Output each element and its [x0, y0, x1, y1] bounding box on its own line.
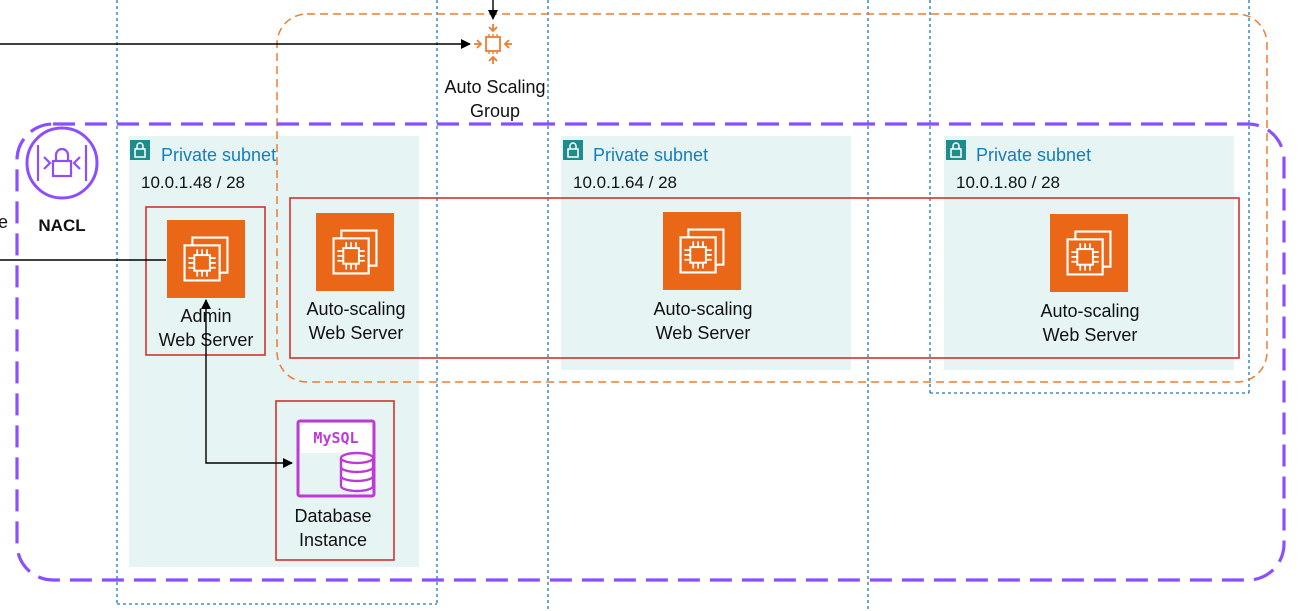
auto-scaling-web-server-1[interactable]: Auto-scaling Web Server — [306, 213, 406, 343]
auto-server-3-label-line2: Web Server — [1043, 325, 1138, 345]
subnet-header-3: Private subnet 10.0.1.80 / 28 — [945, 139, 1091, 192]
database-instance[interactable]: MySQL Database Instance — [294, 419, 376, 550]
asg-label-line2: Group — [470, 101, 520, 121]
auto-server-1-label-line1: Auto-scaling — [306, 299, 405, 319]
mysql-badge: MySQL — [313, 429, 358, 447]
auto-scaling-web-server-3[interactable]: Auto-scaling Web Server — [1040, 214, 1140, 345]
subnet-header-1: Private subnet 10.0.1.48 / 28 — [129, 139, 276, 192]
ec2-instance-icon — [316, 213, 394, 291]
auto-scaling-icon[interactable] — [474, 24, 512, 64]
nacl-label: NACL — [38, 216, 85, 235]
ec2-instance-icon — [167, 220, 245, 298]
subnet-cidr: 10.0.1.48 / 28 — [141, 173, 245, 192]
auto-server-3-label-line1: Auto-scaling — [1040, 301, 1139, 321]
auto-server-1-label-line2: Web Server — [309, 323, 404, 343]
subnet-title: Private subnet — [593, 145, 708, 165]
asg-label-line1: Auto Scaling — [444, 77, 545, 97]
auto-scaling-servers-frame — [289, 197, 1240, 359]
database-label-line1: Database — [294, 506, 371, 526]
nacl-boundary — [15, 122, 1286, 582]
database-frame — [275, 400, 395, 561]
lock-icon — [129, 139, 151, 161]
subnet-title: Private subnet — [161, 145, 276, 165]
ec2-instance-icon — [663, 212, 741, 290]
subnet-cidr: 10.0.1.64 / 28 — [573, 173, 677, 192]
subnet-box-1 — [129, 136, 419, 567]
auto-server-2-label-line2: Web Server — [656, 323, 751, 343]
lock-icon — [562, 139, 584, 161]
connectors — [0, 0, 498, 468]
mysql-database-icon: MySQL — [296, 419, 376, 498]
az-dividers — [116, 0, 1250, 611]
auto-server-2-label-line1: Auto-scaling — [653, 299, 752, 319]
subnet-cidr: 10.0.1.80 / 28 — [956, 173, 1060, 192]
nacl-icon — [25, 126, 99, 200]
lock-icon — [945, 139, 967, 161]
arrow-admin-to-database — [201, 299, 293, 468]
database-label-line2: Instance — [299, 530, 367, 550]
subnet-title: Private subnet — [976, 145, 1091, 165]
asg-boundary — [276, 13, 1268, 383]
auto-scaling-web-server-2[interactable]: Auto-scaling Web Server — [653, 212, 753, 343]
subnet-header-2: Private subnet 10.0.1.64 / 28 — [562, 139, 708, 192]
edge-text-fragment: e — [0, 212, 8, 232]
ec2-instance-icon — [1050, 214, 1128, 292]
